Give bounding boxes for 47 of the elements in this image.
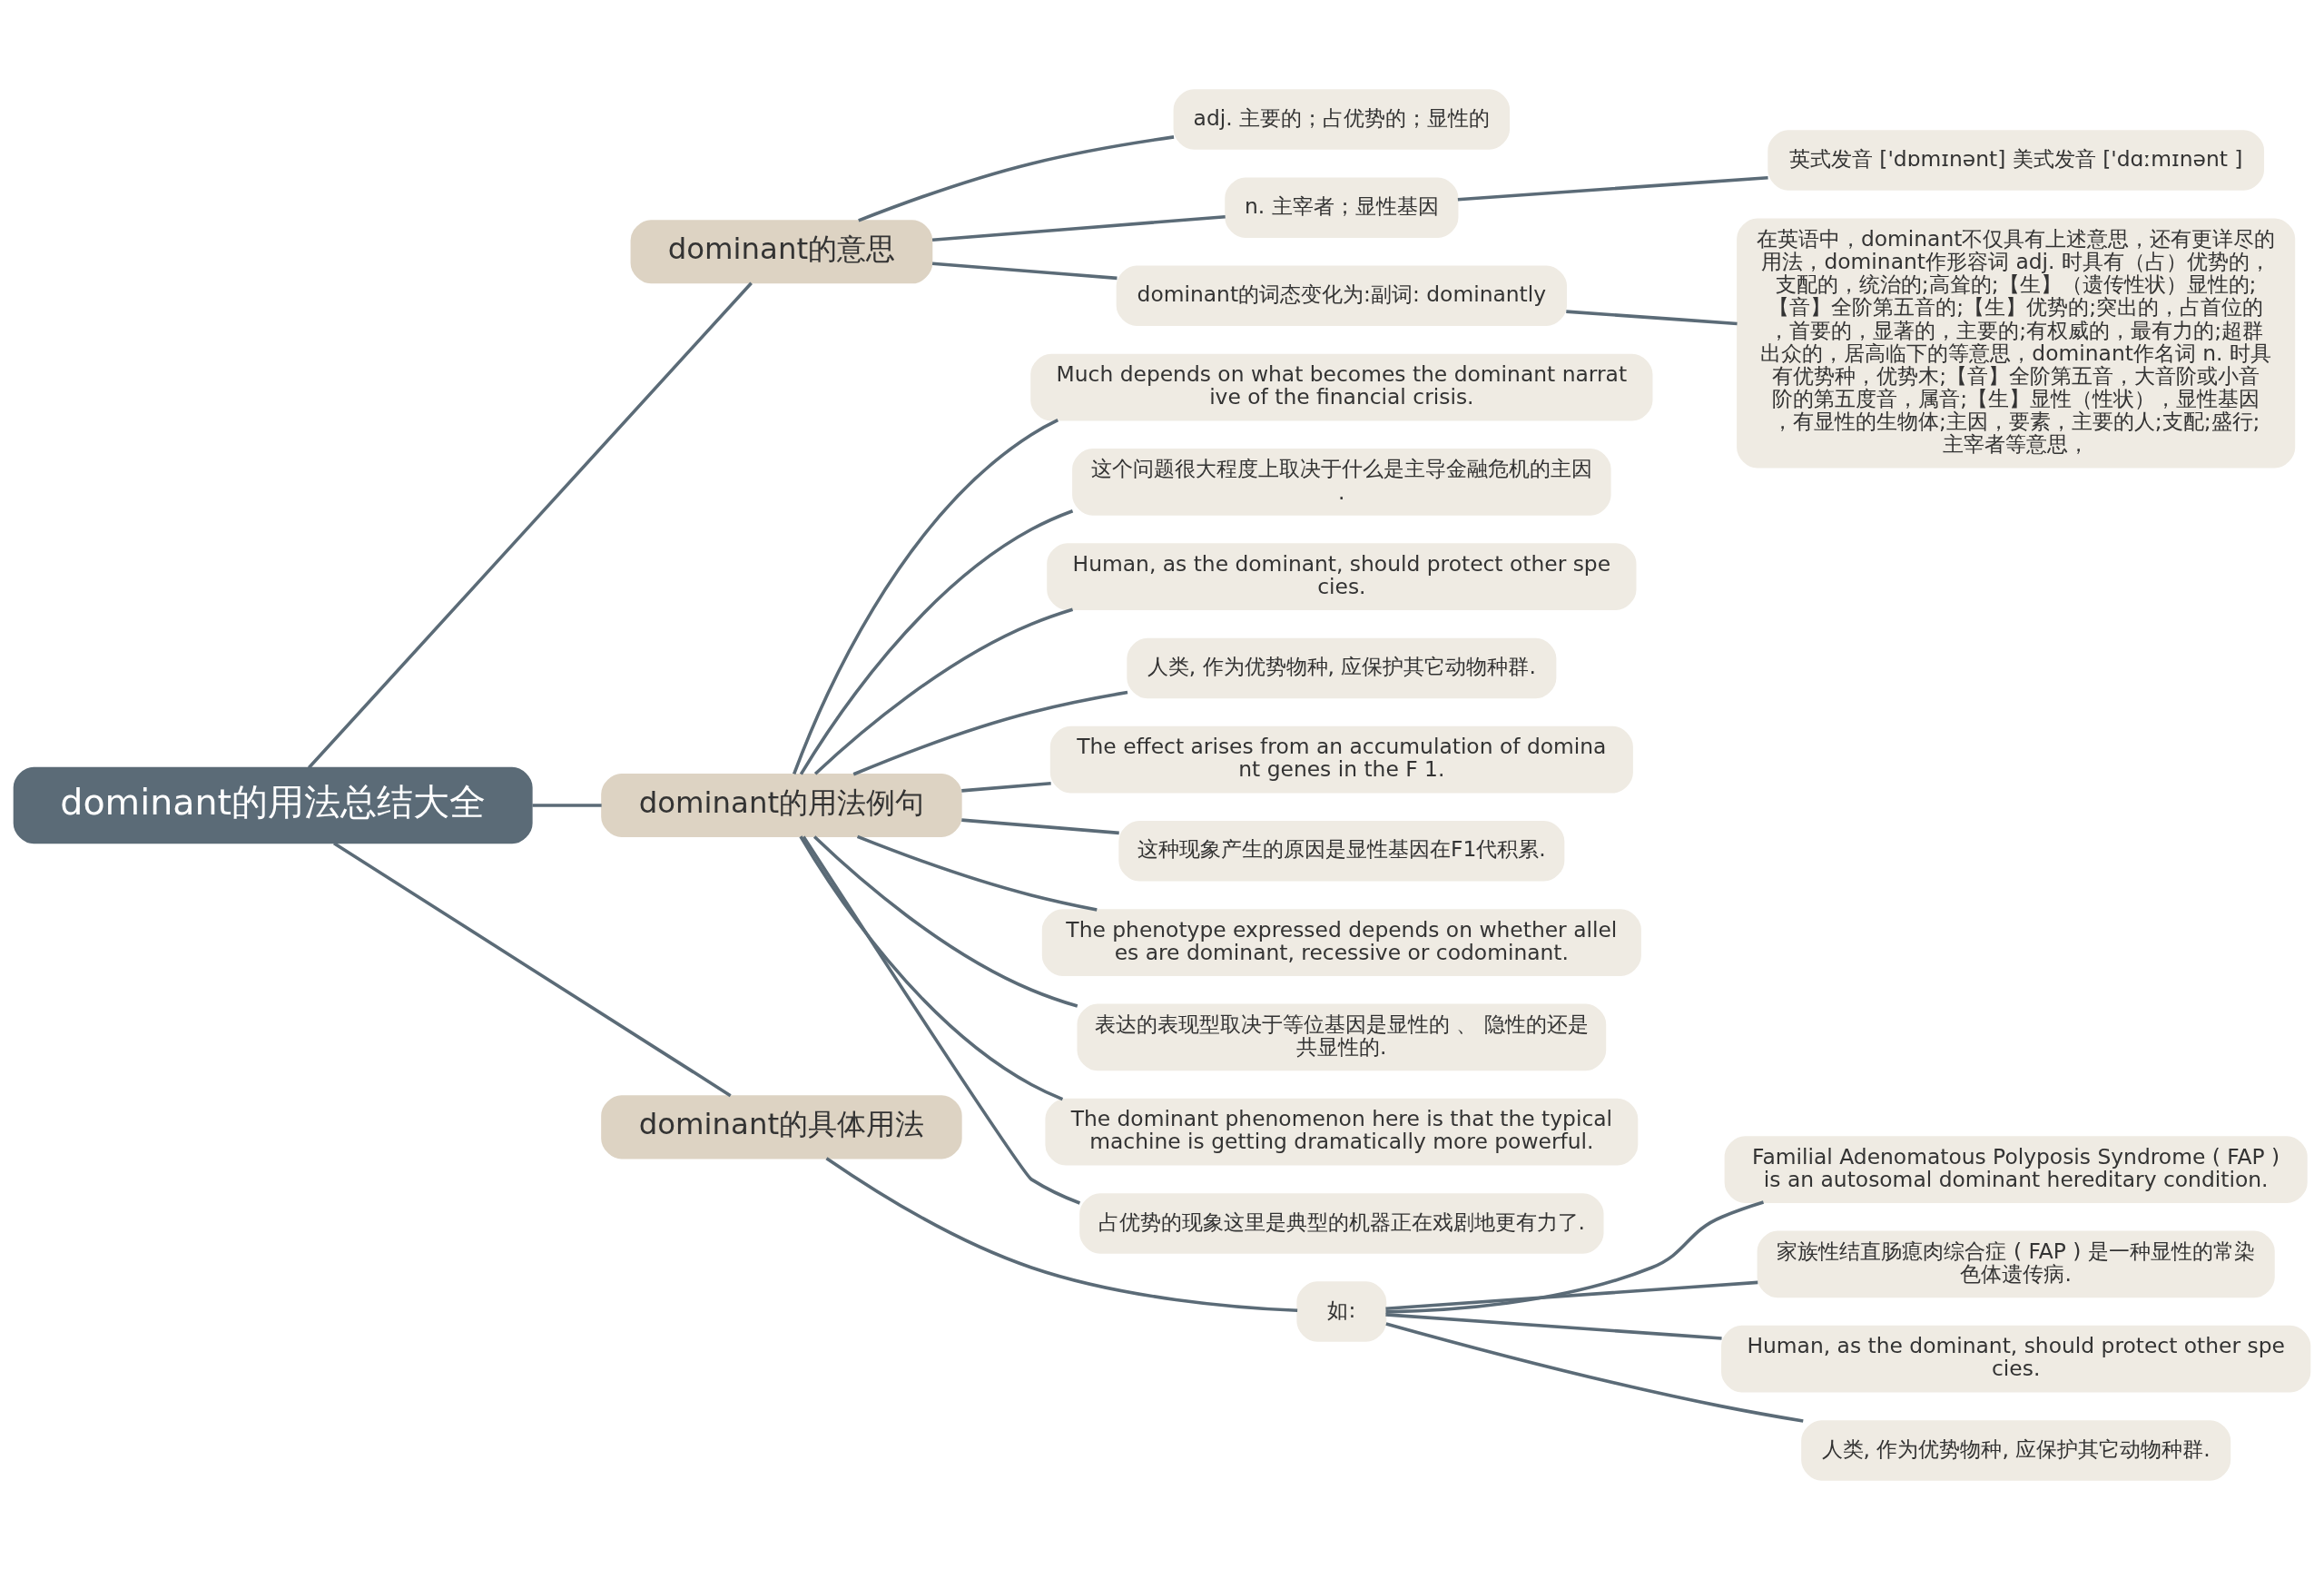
node-box: 人类, 作为优势物种, 应保护其它动物种群. — [1127, 637, 1557, 698]
node-box: n. 主宰者；显性基因 — [1225, 176, 1459, 238]
connector — [1385, 1280, 1758, 1310]
connector — [307, 281, 753, 769]
node-box: adj. 主要的；占优势的；显性的 — [1173, 88, 1511, 150]
node-box: Much depends on what becomes the dominant narrative of the financial crisis. — [1030, 353, 1653, 420]
connector — [961, 817, 1119, 834]
connector — [532, 803, 602, 807]
node-box: dominant的词态变化为:副词: dominantly — [1116, 265, 1568, 326]
connector — [931, 262, 1118, 280]
node-box: 这个问题很大程度上取决于什么是主导金融危机的主因. — [1072, 448, 1611, 516]
node-box: The dominant phenomenon here is that the typical machine is getting dramatically more powerful. — [1045, 1098, 1639, 1166]
node-box: dominant的用法例句 — [601, 773, 962, 837]
connector — [825, 1156, 1298, 1312]
node-box: Human, as the dominant, should protect other species. — [1047, 542, 1637, 610]
node-box: 如: — [1296, 1280, 1387, 1342]
connector — [333, 841, 732, 1097]
node-box: The phenotype expressed depends on whether alleles are dominant, recessive or codominant. — [1041, 908, 1641, 976]
connector — [1385, 1312, 1722, 1340]
connector — [961, 781, 1051, 793]
node-box: Human, as the dominant, should protect other species. — [1721, 1325, 2311, 1393]
connector — [799, 508, 1074, 775]
connector — [812, 834, 1078, 1008]
connector — [813, 607, 1074, 775]
connector — [1385, 1321, 1804, 1423]
node-box: dominant的用法总结大全 — [13, 766, 533, 844]
connector — [1457, 175, 1768, 202]
node-box: 占优势的现象这里是典型的机器正在戏剧地更有力了. — [1079, 1192, 1604, 1254]
connector — [1566, 309, 1738, 325]
node-box: 这种现象产生的原因是显性基因在F1代积累. — [1118, 820, 1565, 882]
node-box: 表达的表现型取决于等位基因是显性的 、 隐性的还是共显性的. — [1077, 1003, 1607, 1071]
connector — [852, 690, 1128, 775]
connector — [799, 834, 1064, 1100]
node-box: dominant的具体用法 — [601, 1094, 962, 1159]
connector — [856, 834, 1098, 912]
connector — [1385, 1199, 1765, 1314]
node-box: dominant的意思 — [630, 219, 933, 283]
connector — [931, 214, 1226, 242]
node-box: 英式发音 ['dɒmɪnənt] 美式发音 ['dɑːmɪnənt ] — [1768, 129, 2265, 191]
node-box: 人类, 作为优势物种, 应保护其它动物种群. — [1801, 1419, 2231, 1481]
connector — [858, 134, 1175, 222]
node-box: 家族性结直肠瘜肉综合症 ( FAP ) 是一种显性的常染色体遗传病. — [1757, 1230, 2275, 1298]
connector — [802, 835, 1081, 1205]
node-box: The effect arises from an accumulation of dominant genes in the F 1. — [1049, 725, 1633, 793]
node-box: Familial Adenomatous Polyposis Syndrome ( FAP ) is an autosomal dominant hereditary condition. — [1724, 1135, 2308, 1203]
connector — [793, 418, 1059, 775]
node-box: 在英语中，dominant不仅具有上述意思，还有更详尽的用法，dominant作形容词 adj. 时具有（占）优势的，支配的，统治的;高耸的;【生】（遗传性状）显性的;【音】全阶第五音的;【生】优势的;突出的，占首位的，首要的，显著的，主要的;有权威的，最有力的;超群出众的，居高临下的等意思，dominant作名词 n. 时具有优势种，优势木;【音】全阶第五音，大音阶或小音阶的第五度音，属音;【生】显性（性状），显性基因，有显性的生物体;主因，要素，主要的人;支配;盛行;主宰者等意思， — [1737, 217, 2296, 469]
